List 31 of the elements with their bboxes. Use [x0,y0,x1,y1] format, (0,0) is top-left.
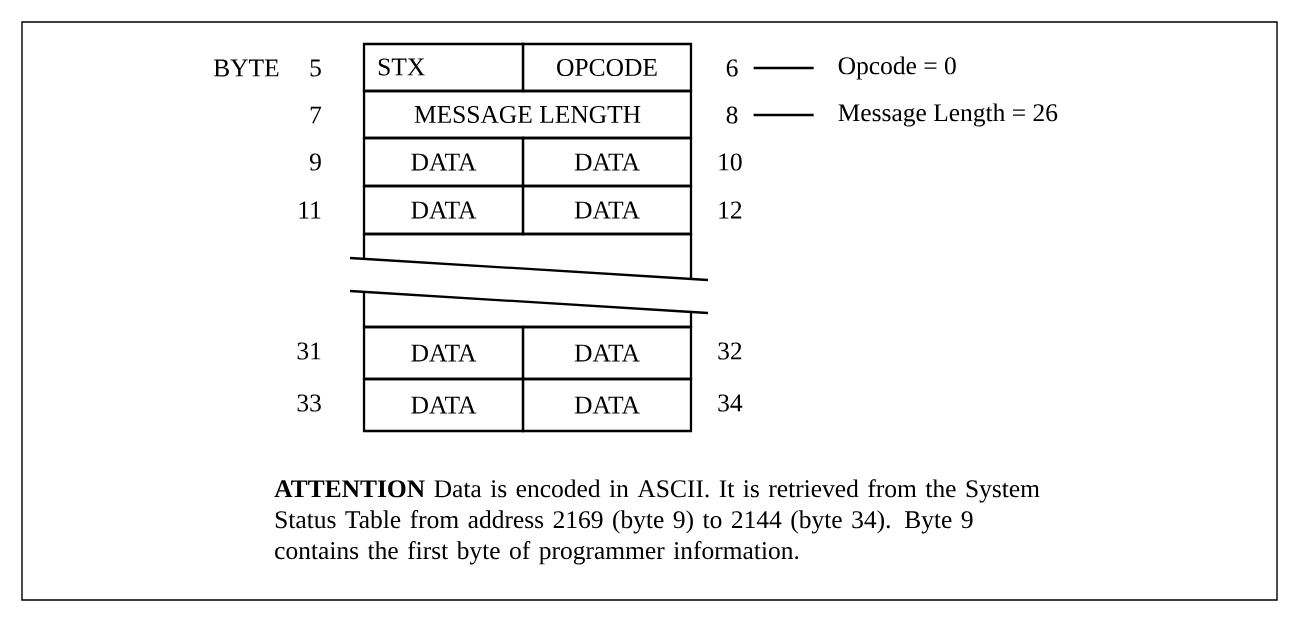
table-cell: DATA [521,377,693,433]
byte-label: 6 [726,59,738,77]
leader-line [753,66,814,70]
empty-cell [362,291,693,329]
table-cell: MESSAGE LENGTH [362,89,693,140]
table-cell: DATA [362,136,525,188]
table-cell: DATA [521,184,693,236]
byte-number: 31 [297,342,321,360]
byte-number: 5 [310,59,321,77]
byte-label: Message Length = 26 [838,103,1058,127]
table-cell: DATA [521,325,693,381]
byte-number: BYTE [213,59,279,77]
byte-label: 8 [726,106,738,124]
table-cell: STX [362,42,525,93]
table-cell: OPCODE [521,42,693,93]
table-cell: DATA [521,136,693,188]
byte-number: 10 [719,153,742,171]
byte-number: 34 [718,394,743,412]
byte-number: 33 [297,394,321,412]
leader-line [753,113,814,117]
table-cell: DATA [362,325,525,381]
empty-cell [362,232,693,279]
byte-number: 32 [718,342,742,360]
byte-number: 9 [309,153,321,171]
byte-number: 11 [299,201,321,219]
byte-number: 7 [310,106,322,124]
table-cell: DATA [362,377,525,433]
note-text: ATTENTION Data is encoded in ASCII. It is retrieved from the System Status Table from address 2169 (byte 9) to 2144 (byte 34). Byte 9 contains the first byte of programmer information. [274,479,1040,565]
byte-label: Opcode = 0 [838,56,956,80]
byte-number: 12 [719,201,742,219]
table-cell: DATA [362,184,525,236]
